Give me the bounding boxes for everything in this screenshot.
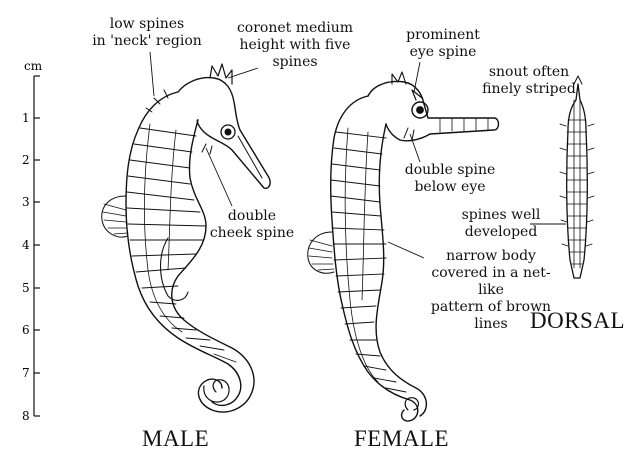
scale-tick-6: 6 [22,323,30,337]
cm-scale-bar [33,75,40,417]
label-eye-spine: prominent eye spine [406,27,480,60]
label-neck-spines: low spines in 'neck' region [92,16,202,49]
scale-tick-5: 5 [22,281,30,295]
scale-tick-4: 4 [22,238,30,252]
scale-tick-8: 8 [22,409,30,423]
female-seahorse-drawing [307,71,500,422]
caption-dorsal: DORSAL [530,308,626,333]
leader-narrow-body [387,241,425,259]
scale-tick-1: 1 [22,111,30,125]
dorsal-seahorse-drawing [559,75,595,279]
leader-coronet [227,67,259,79]
label-coronet: coronet medium height with five spines [236,20,354,70]
label-spines-developed: spines well developed [461,207,541,240]
leader-lines [149,51,566,259]
leader-neck-spines [149,51,155,97]
scale-tick-labels: 1 2 3 4 5 6 7 8 [22,111,30,423]
scale-tick-7: 7 [22,366,30,380]
scale-tick-3: 3 [22,195,30,209]
label-below-eye: double spine below eye [404,162,496,195]
label-snout: snout often finely striped [482,64,576,97]
leader-below-eye [409,133,421,163]
caption-male: MALE [142,426,210,451]
male-seahorse-drawing [101,63,271,413]
leader-cheek-spine [205,147,233,207]
label-cheek-spine: double cheek spine [209,208,295,241]
label-narrow-body: narrow body covered in a net-like patter… [430,248,552,332]
leader-eye-spine [413,61,421,93]
scale-tick-2: 2 [22,153,30,167]
scale-unit-label: cm [24,59,43,73]
caption-female: FEMALE [354,426,449,451]
